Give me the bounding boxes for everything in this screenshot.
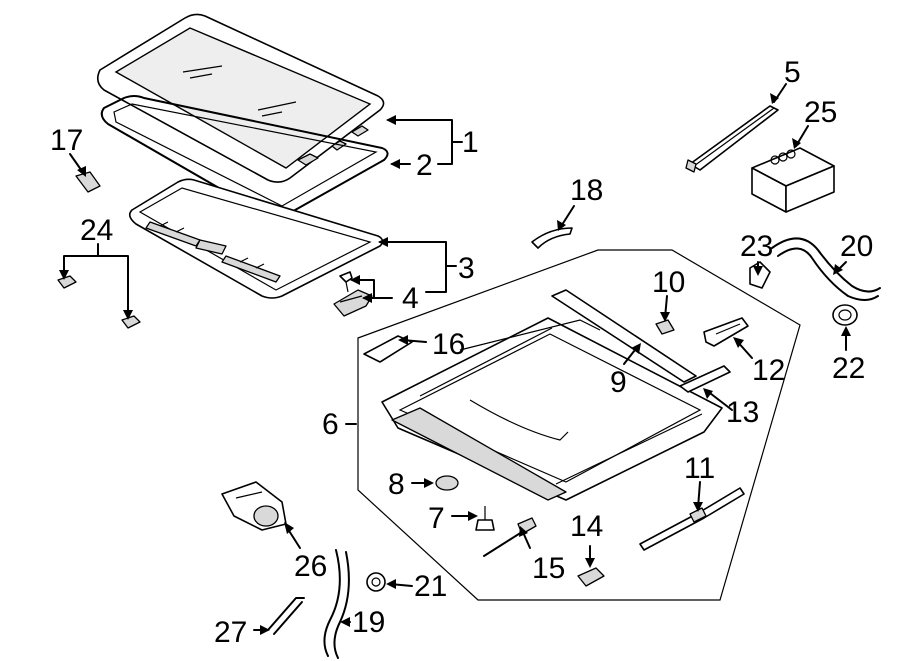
callout-3: 3 bbox=[458, 252, 475, 285]
guide-rail-part bbox=[685, 105, 779, 173]
callout-6: 6 bbox=[322, 408, 339, 441]
callout-12: 12 bbox=[752, 354, 785, 387]
callout-27: 27 bbox=[214, 616, 247, 649]
frame-assembly-boundary bbox=[357, 249, 801, 601]
hose-27-part bbox=[267, 597, 305, 635]
glass-panel-part bbox=[96, 13, 385, 183]
callout-19: 19 bbox=[352, 606, 385, 639]
callout-14: 14 bbox=[570, 510, 603, 543]
callout-5: 5 bbox=[784, 56, 801, 89]
hose-clip-23-part bbox=[749, 261, 771, 289]
callout-8: 8 bbox=[388, 468, 405, 501]
sunroof-frame-part bbox=[363, 317, 723, 501]
motor-kit-box-part bbox=[751, 147, 835, 213]
callout-23: 23 bbox=[740, 230, 773, 263]
callout-21: 21 bbox=[414, 570, 447, 603]
sunshade-part bbox=[128, 178, 384, 299]
lifter-arm-12-part bbox=[703, 317, 749, 347]
callout-2: 2 bbox=[416, 149, 433, 182]
callout-13: 13 bbox=[726, 396, 759, 429]
callout-10: 10 bbox=[652, 266, 685, 299]
callout-18: 18 bbox=[570, 174, 603, 207]
retainer-clip-17-part bbox=[75, 171, 101, 193]
callout-17: 17 bbox=[50, 124, 83, 157]
callout-9: 9 bbox=[610, 366, 627, 399]
stopper-24-part bbox=[57, 275, 141, 329]
callout-26: 26 bbox=[294, 550, 327, 583]
callout-16: 16 bbox=[432, 328, 465, 361]
glass-seal-part bbox=[100, 95, 389, 218]
drain-hose-19-part bbox=[323, 549, 350, 659]
connector-21-part bbox=[366, 572, 386, 592]
block-14-part bbox=[577, 567, 605, 587]
deflector-13-part bbox=[679, 365, 731, 393]
callout-20: 20 bbox=[840, 230, 873, 263]
callout-labels: 1 2 3 4 5 6 7 8 9 10 11 12 13 14 15 16 1… bbox=[50, 56, 873, 649]
callout-4: 4 bbox=[402, 282, 419, 315]
bracket-10-part bbox=[655, 319, 675, 335]
trim-piece-18-part bbox=[531, 227, 573, 249]
drive-cable-11-part bbox=[639, 487, 745, 551]
callout-7: 7 bbox=[428, 502, 445, 535]
callout-22: 22 bbox=[832, 352, 865, 385]
callout-11: 11 bbox=[684, 452, 715, 485]
plug-8-part bbox=[435, 475, 459, 491]
cross-member-9-part bbox=[551, 289, 697, 383]
grommet-22-part bbox=[832, 304, 858, 326]
callout-25: 25 bbox=[804, 96, 837, 129]
clip-7-part bbox=[475, 506, 495, 531]
callout-1: 1 bbox=[462, 126, 479, 159]
callout-24: 24 bbox=[80, 214, 113, 247]
callout-15: 15 bbox=[532, 552, 565, 585]
arrowheads bbox=[59, 93, 851, 635]
sunroof-motor-26-part bbox=[221, 481, 287, 531]
